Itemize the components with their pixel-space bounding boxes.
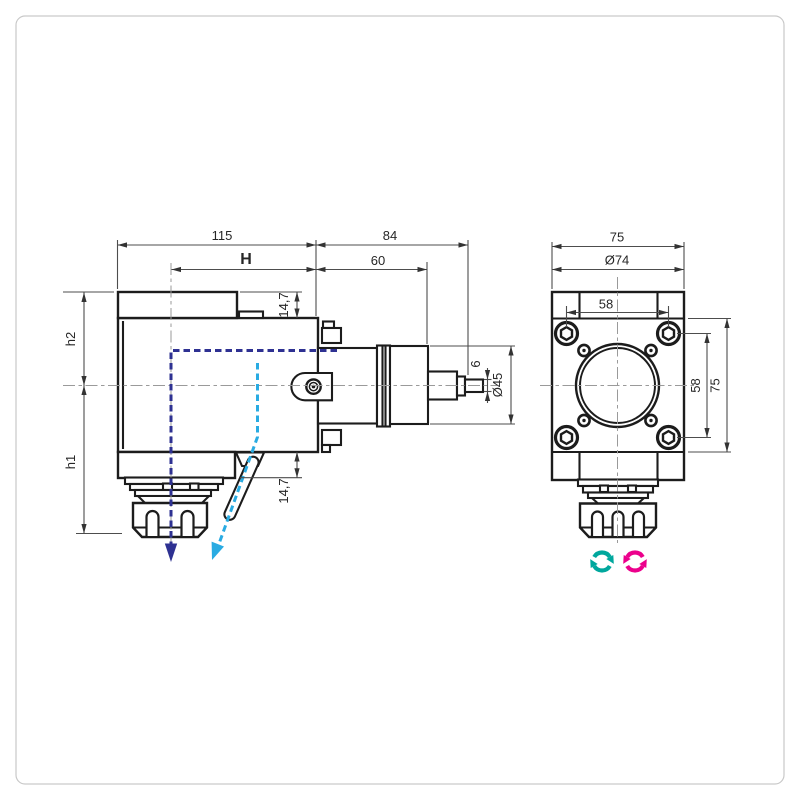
dim-bolt-spacing-v: 58	[688, 378, 703, 392]
corner-bolt-icon	[553, 424, 580, 451]
collet-assembly-side	[123, 476, 225, 539]
dim-shank-length: 84	[383, 228, 397, 243]
lower-tab-step	[320, 443, 332, 454]
page-border	[15, 15, 785, 785]
dim-lower-height: h1	[63, 455, 78, 469]
side-view	[116, 290, 485, 539]
tool-axis-arrow	[164, 349, 337, 562]
dim-bolt-circle: Ø74	[605, 253, 630, 268]
dimensions-side-view: 115 84 H 60 14,7 14,7 h2 h1	[63, 228, 515, 535]
dim-plate-bottom: 14,7	[276, 478, 291, 503]
corner-bolt-icon	[655, 424, 682, 451]
dim-gauge: H	[240, 251, 252, 268]
bottom-plate	[116, 450, 237, 480]
mount-hole-icon	[644, 413, 658, 428]
upper-tab	[320, 326, 343, 345]
rotation-cw-icon	[623, 550, 647, 573]
top-plate	[116, 290, 239, 320]
mount-hole-icon	[577, 343, 591, 358]
rotation-ccw-icon	[590, 550, 614, 573]
dim-body-width: 75	[610, 230, 624, 245]
dim-nose-diameter: Ø45	[490, 373, 505, 398]
dim-tip-diameter: 6	[468, 360, 483, 367]
dim-width-top: 115	[212, 228, 233, 243]
swivel-axis-arrow	[211, 363, 259, 560]
dim-bolt-spacing-h: 58	[599, 297, 613, 312]
dim-upper-height: h2	[63, 332, 78, 346]
clamp-screw-boss	[290, 371, 334, 402]
dimensions-front-view: 75 Ø74 58 58 75	[551, 230, 731, 453]
mount-hole-icon	[577, 413, 591, 428]
dim-body-height: 75	[708, 378, 723, 392]
dim-plate-top: 14,7	[276, 292, 291, 317]
top-key	[237, 310, 265, 320]
centerlines	[63, 263, 697, 546]
dim-nose-length: 60	[371, 253, 385, 268]
mount-hole-icon	[644, 343, 658, 358]
lower-tab	[320, 428, 343, 447]
